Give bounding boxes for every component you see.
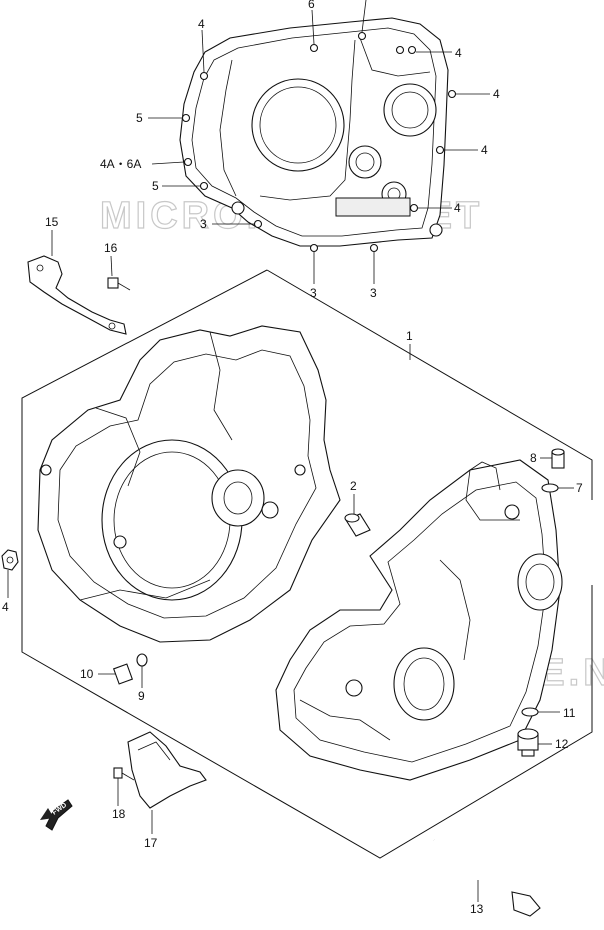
leader-lines <box>7 0 574 902</box>
label-3-middle: 3 <box>310 286 317 300</box>
part-7-o-ring <box>541 483 559 493</box>
label-8: 8 <box>530 451 537 465</box>
crankcase-gasket <box>179 17 457 253</box>
label-12: 12 <box>555 737 569 751</box>
label-4a-6a: 4A・6A <box>100 157 141 171</box>
part-2-dowel <box>344 513 371 537</box>
part-12-drain-plug <box>517 728 539 757</box>
label-5-upper: 5 <box>136 111 143 125</box>
part-17-cover <box>127 731 207 809</box>
right-crankcase-half <box>275 459 563 781</box>
label-3-left: 3 <box>200 217 207 231</box>
label-5-lower: 5 <box>152 179 159 193</box>
label-2: 2 <box>350 479 357 493</box>
part-8-stud <box>551 448 565 469</box>
assembly-bracket <box>21 269 593 859</box>
label-9: 9 <box>138 689 145 703</box>
label-1: 1 <box>406 329 413 343</box>
part-15-bracket <box>27 255 127 335</box>
forward-arrow-icon: FWD <box>40 799 73 831</box>
label-3-right: 3 <box>370 286 377 300</box>
left-crankcase-half <box>37 325 341 643</box>
label-4-right-4: 4 <box>454 201 461 215</box>
label-7: 7 <box>576 481 583 495</box>
part-16-bolt <box>107 277 131 291</box>
label-4-right-1: 4 <box>455 46 462 60</box>
label-16: 16 <box>104 241 118 255</box>
part-10-plug <box>112 663 134 685</box>
assembly-bracket-right <box>266 269 593 500</box>
part-13-long-bolt <box>432 838 541 917</box>
label-17: 17 <box>144 836 158 850</box>
label-10: 10 <box>80 667 94 681</box>
part-4-left-nut <box>1 549 19 571</box>
part-9-washer <box>136 653 148 667</box>
part-18-bolt <box>113 767 135 781</box>
label-4-right-3: 4 <box>481 143 488 157</box>
label-11: 11 <box>563 706 576 720</box>
part-11-washer <box>521 707 539 717</box>
label-4-right-2: 4 <box>493 87 500 101</box>
label-13: 13 <box>470 902 484 916</box>
label-15: 15 <box>45 215 59 229</box>
label-4-top: 4 <box>198 17 205 31</box>
label-18: 18 <box>112 807 126 821</box>
label-4-left: 4 <box>2 600 9 614</box>
label-6: 6 <box>308 0 315 11</box>
